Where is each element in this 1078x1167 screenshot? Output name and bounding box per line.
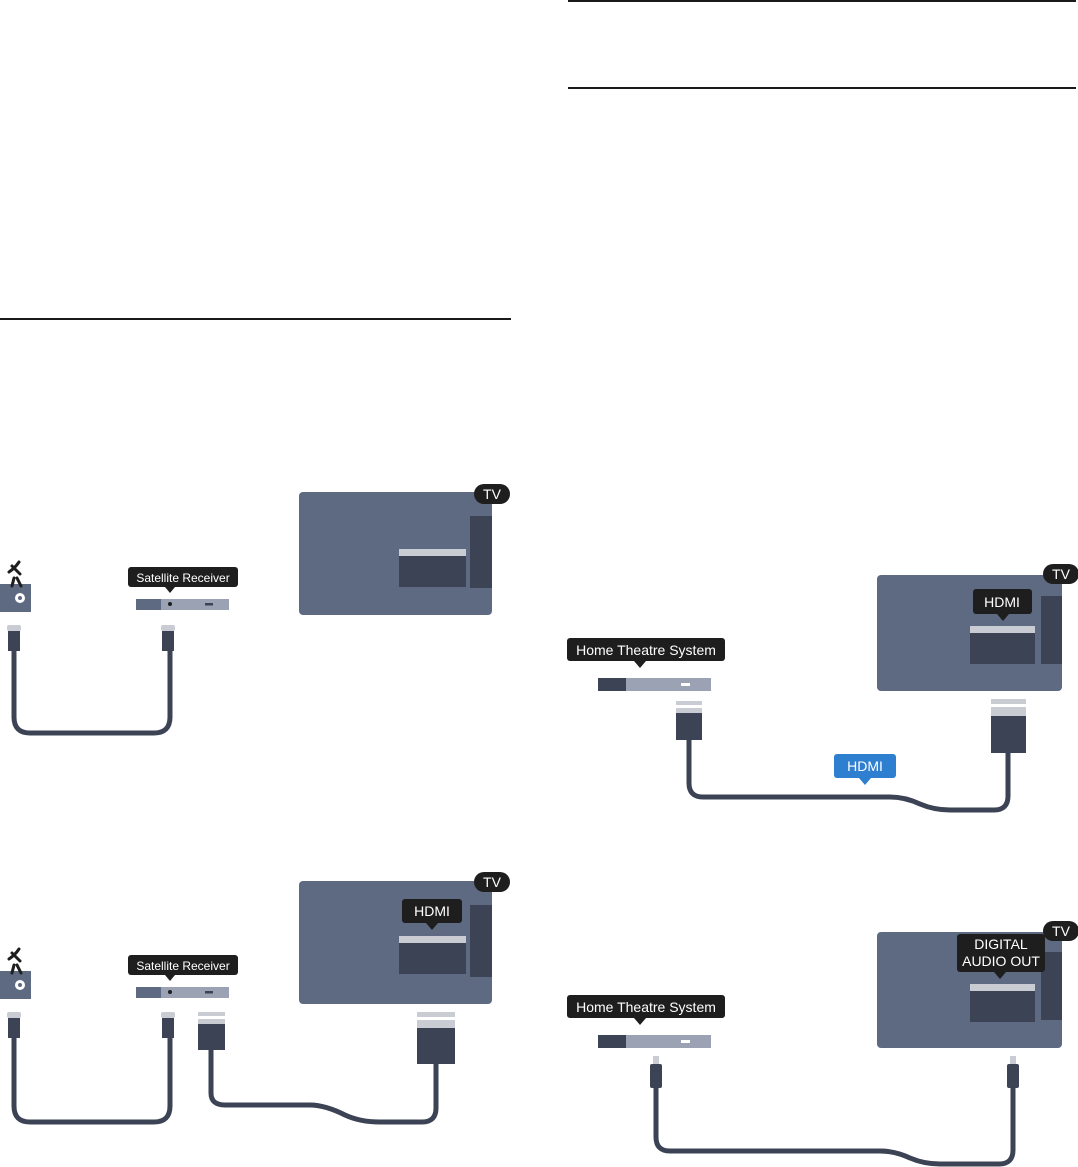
tv-hdmi-port-label: HDMI [402, 899, 462, 930]
tv-digital-audio-out-label: DIGITAL AUDIO OUT [957, 934, 1045, 979]
tv-label: TV [474, 872, 510, 892]
satellite-dish-icon [0, 947, 31, 999]
satellite-receiver-label: Satellite Receiver [128, 955, 238, 981]
antenna-connector-left [7, 625, 21, 651]
home-theatre-label: Home Theatre System [567, 638, 725, 668]
antenna-connector-receiver [161, 625, 175, 651]
antenna-cable [11, 1038, 173, 1125]
satellite-dish-icon [0, 560, 31, 612]
home-theatre-label-text: Home Theatre System [576, 999, 716, 1015]
diagram-home-theatre-hdmi: TV HDMI Home Theatre System [567, 564, 1078, 813]
tv-label-text: TV [483, 874, 502, 890]
hdmi-plug-tv [417, 1012, 455, 1064]
satellite-receiver-label-text: Satellite Receiver [136, 959, 229, 973]
tv-label-text: TV [1052, 566, 1071, 582]
hdmi-plug-home-theatre [676, 701, 702, 740]
satellite-receiver-device [136, 987, 229, 998]
section-divider-left [0, 318, 511, 320]
tv-hdmi-port-label-text: HDMI [414, 903, 450, 919]
section-divider-right [568, 87, 1076, 89]
hdmi-cable-label-text: HDMI [847, 758, 883, 774]
tv-screen [299, 492, 492, 615]
satellite-receiver-device [136, 599, 229, 610]
tv-label: TV [1043, 564, 1078, 584]
tv-digital-audio-out-label-line1: DIGITAL [974, 936, 1028, 952]
tv-label: TV [474, 484, 510, 504]
optical-plug-home-theatre [650, 1056, 662, 1088]
satellite-receiver-label: Satellite Receiver [128, 567, 238, 593]
diagram-satellite-antenna: TV Satellite Receiver [0, 484, 510, 736]
antenna-connector-receiver [161, 1012, 175, 1038]
hdmi-plug-tv [991, 699, 1026, 753]
tv-screen [299, 881, 492, 1004]
tv-label: TV [1043, 921, 1078, 941]
home-theatre-device [598, 1035, 711, 1048]
digital-audio-cable [653, 1088, 1016, 1167]
tv-hdmi-port-label: HDMI [973, 589, 1032, 621]
home-theatre-label: Home Theatre System [567, 995, 725, 1025]
satellite-receiver-label-text: Satellite Receiver [136, 571, 229, 585]
antenna-cable [11, 651, 173, 736]
home-theatre-device [598, 678, 711, 691]
home-theatre-label-text: Home Theatre System [576, 642, 716, 658]
tv-screen [877, 575, 1062, 691]
section-divider-top-right [568, 0, 1076, 2]
tv-digital-audio-out-label-line2: AUDIO OUT [962, 953, 1040, 969]
tv-label-text: TV [1052, 923, 1071, 939]
hdmi-plug-receiver [198, 1012, 225, 1050]
diagram-home-theatre-digital-audio: TV DIGITAL AUDIO OUT Home Theatre System [567, 921, 1078, 1167]
tv-label-text: TV [483, 486, 502, 502]
tv-hdmi-port-label-text: HDMI [984, 594, 1020, 610]
hdmi-cable [208, 1050, 439, 1125]
antenna-connector-left [7, 1012, 21, 1038]
hdmi-cable [686, 740, 1011, 813]
diagram-satellite-antenna-hdmi: TV HDMI Satellite Receiver [0, 872, 510, 1125]
hdmi-cable-label: HDMI [834, 754, 896, 785]
optical-plug-tv [1007, 1056, 1019, 1088]
